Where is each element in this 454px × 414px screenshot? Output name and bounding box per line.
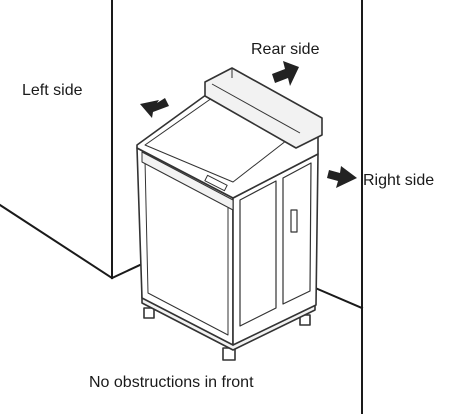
rear-side-label: Rear side <box>251 41 319 59</box>
side-handle <box>291 210 297 232</box>
foot-front-left <box>144 308 154 318</box>
front-clearance-label: No obstructions in front <box>89 374 254 392</box>
arrow-rear-icon <box>272 61 299 86</box>
washing-machine <box>137 68 322 360</box>
right-floor-edge <box>313 287 362 308</box>
right-side-label: Right side <box>363 172 434 190</box>
left-wall-floor-edge <box>0 205 112 278</box>
left-side-label: Left side <box>22 82 82 100</box>
side-door-right <box>283 163 311 304</box>
side-door-left <box>240 181 276 326</box>
arrow-left-icon <box>140 98 169 118</box>
arrow-right-icon <box>327 166 357 188</box>
